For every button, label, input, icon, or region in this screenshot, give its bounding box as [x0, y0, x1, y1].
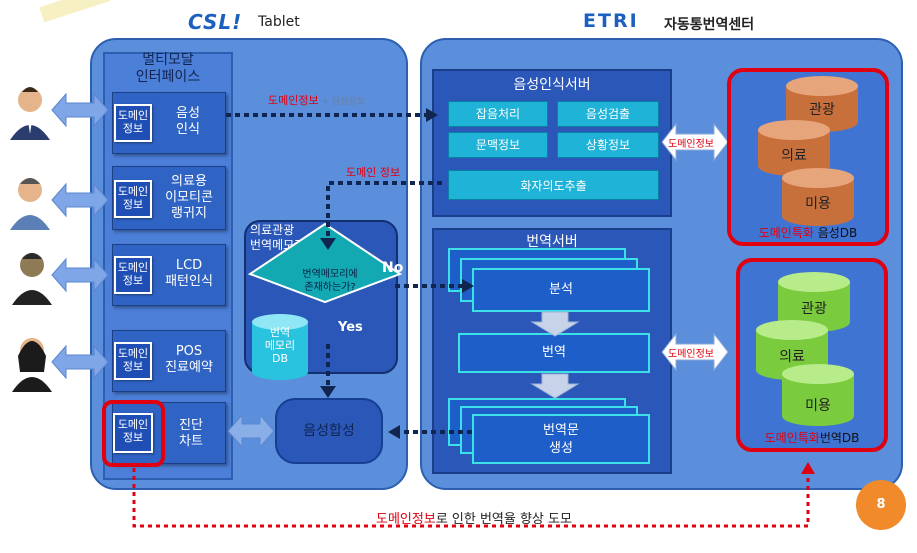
situation-info-button[interactable]: 상황정보	[557, 132, 659, 158]
etri-logo: ETRI	[583, 10, 639, 32]
domain-info-highlight	[102, 400, 165, 467]
bottom-annotation: 도메인정보로 인한 번역율 향상 도모	[376, 512, 572, 527]
generation-step[interactable]: 번역문 생성	[472, 414, 650, 464]
users-layer	[10, 87, 109, 392]
user-icon-1	[10, 87, 50, 140]
flow-down-arrows	[530, 311, 580, 399]
noise-processing-button[interactable]: 잡음처리	[448, 101, 548, 127]
decision-diamond	[247, 222, 403, 304]
memory-flow	[247, 222, 403, 380]
domain-arrow-asr-label: 도메인정보	[668, 139, 714, 150]
speech-db-medical: 의료	[781, 148, 807, 164]
speech-db-cylinders	[758, 76, 858, 226]
double-arrow-3	[51, 257, 109, 293]
speech-db-caption: 도메인특화 음성DB	[758, 226, 858, 240]
speech-synthesis-box: 음성합성	[275, 398, 383, 464]
speech-db-tourism: 관광	[809, 102, 835, 118]
user-icon-2	[10, 178, 50, 230]
domain-arrow-mt-label: 도메인정보	[668, 349, 714, 360]
tablet-title: Tablet	[258, 14, 300, 30]
mt-server-title: 번역서버	[526, 234, 578, 250]
voice-detection-button[interactable]: 음성검출	[557, 101, 659, 127]
context-info-button[interactable]: 문맥정보	[448, 132, 548, 158]
mt-db-beauty: 미용	[805, 398, 831, 414]
etri-title: 자동통번역센터	[664, 17, 755, 33]
mt-db-cylinders	[756, 272, 854, 426]
double-arrow-4	[51, 344, 109, 380]
analysis-step[interactable]: 분석	[472, 268, 650, 312]
memory-db-cylinder	[252, 314, 308, 380]
synthesis-double-arrow	[227, 413, 275, 449]
double-arrow-1	[51, 92, 109, 128]
csl-logo: CSL!	[188, 10, 243, 34]
mt-db-caption: 도메인특화번역DB	[764, 431, 860, 445]
speaker-intent-button[interactable]: 화자의도추출	[448, 170, 659, 200]
page-number-badge: 8	[856, 480, 906, 530]
top-annotation: 도메인정보 + 음성정보	[268, 94, 365, 107]
user-icon-4	[12, 338, 52, 392]
mt-db-tourism: 관광	[801, 301, 827, 317]
mid-annotation: 도메인 정보	[346, 166, 401, 179]
user-icon-3	[12, 253, 52, 305]
mt-db-medical: 의료	[779, 349, 805, 365]
decision-yes-label: Yes	[338, 320, 363, 335]
menu-pos-reservation[interactable]	[112, 330, 226, 392]
menu-medical-emoticon[interactable]	[112, 166, 226, 230]
speech-db-beauty: 미용	[805, 196, 831, 212]
asr-server-title: 음성인식서버	[513, 77, 591, 93]
decision-no-label: No	[382, 260, 404, 276]
domain-arrow-mt	[661, 332, 729, 372]
double-arrow-2	[51, 182, 109, 218]
